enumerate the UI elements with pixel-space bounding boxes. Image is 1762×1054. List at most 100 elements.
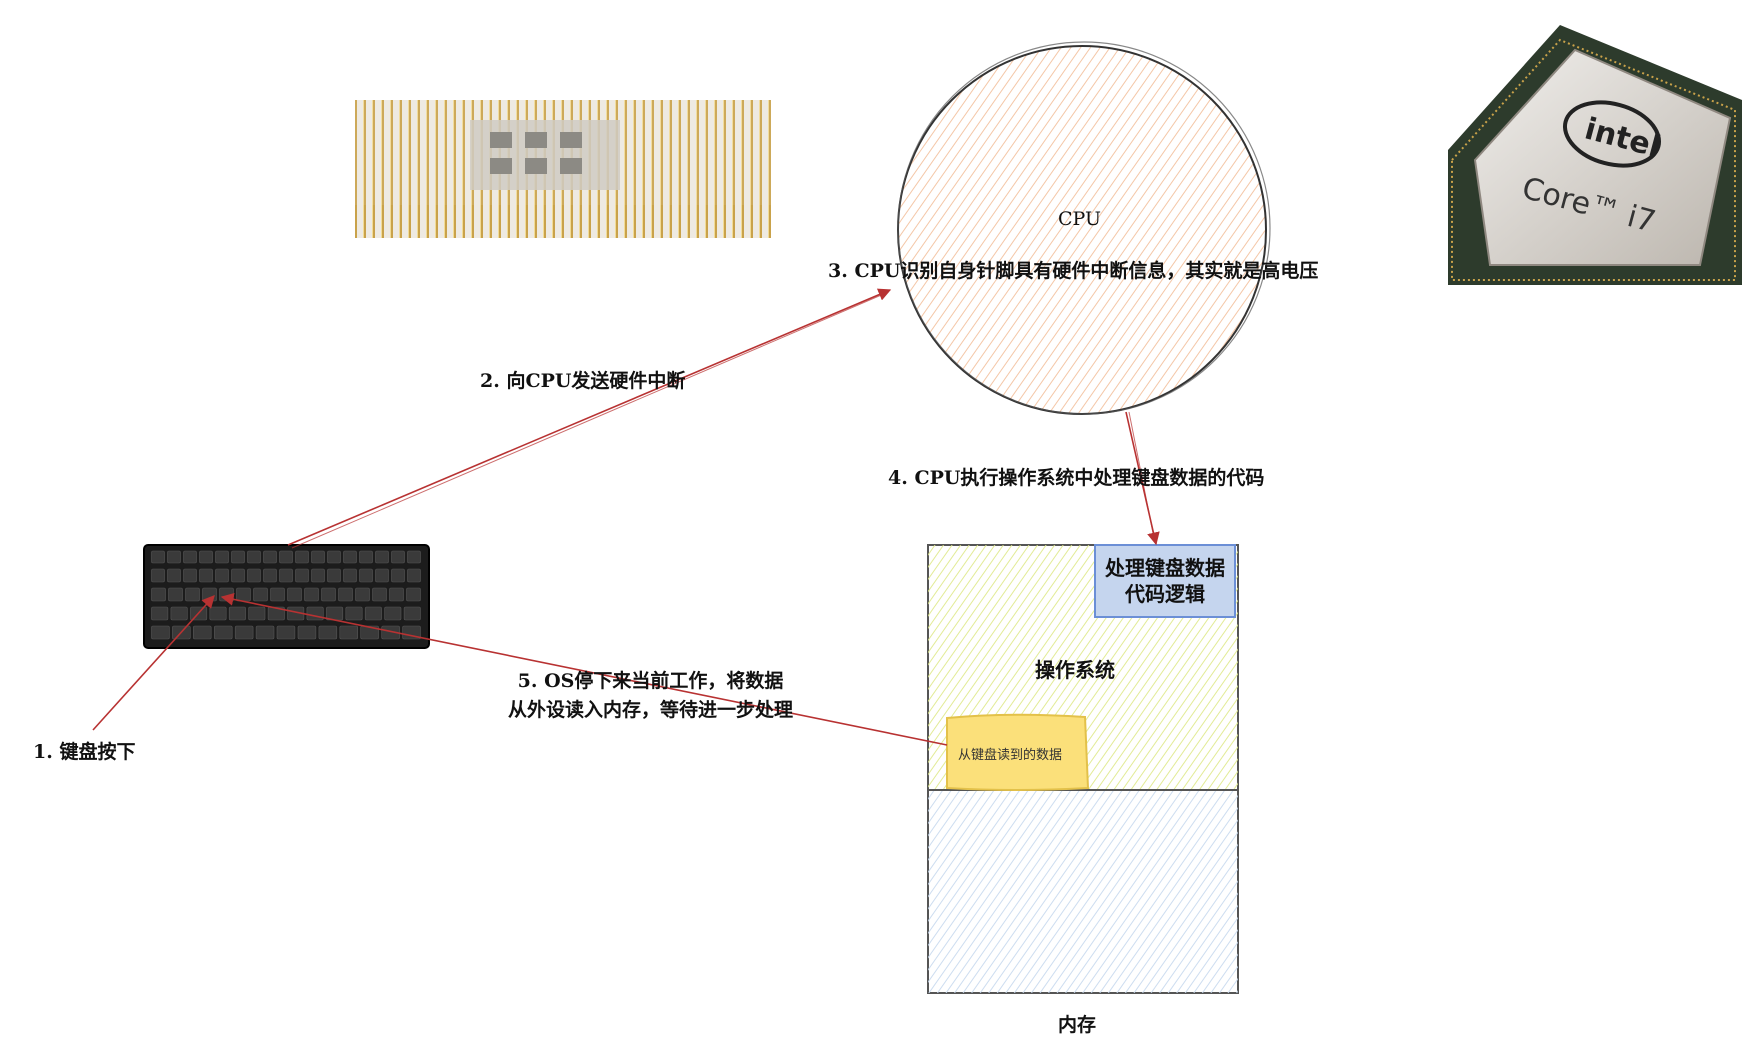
- keyboard-key: [384, 606, 402, 621]
- arrow-step5: [220, 593, 948, 746]
- memory-block: [927, 544, 1239, 994]
- keyboard-key: [391, 568, 405, 583]
- keyboard-data-note: [946, 713, 1090, 791]
- keyboard-key: [402, 625, 421, 640]
- keyboard-key: [372, 587, 387, 602]
- keyboard-key: [255, 625, 275, 640]
- keyboard-key: [170, 606, 188, 621]
- keyboard-key: [338, 587, 353, 602]
- keyboard-key: [306, 606, 324, 621]
- keyboard-key: [355, 587, 370, 602]
- keyboard-key: [297, 625, 317, 640]
- step1-label: 1. 键盘按下: [33, 741, 136, 763]
- arrow-step4-sketch: [1128, 411, 1155, 539]
- keyboard-key: [403, 606, 421, 621]
- keyboard-key: [151, 568, 165, 583]
- intel-logo: [1562, 100, 1662, 168]
- keyboard-key: [391, 550, 405, 564]
- keyboard-key: [270, 587, 285, 602]
- arrow-step1: [92, 595, 215, 731]
- keyboard-key: [151, 587, 166, 602]
- keyboard-key: [406, 587, 421, 602]
- keyboard-key: [375, 550, 389, 564]
- keyboard-key: [407, 550, 421, 564]
- keyboard-key: [295, 550, 309, 564]
- keyboard-key: [183, 550, 197, 564]
- keyboard-key: [279, 550, 293, 564]
- keyboard-key: [304, 587, 319, 602]
- cpu-label: CPU: [1058, 208, 1102, 230]
- keyboard-key: [263, 550, 277, 564]
- keyboard-key: [311, 550, 325, 564]
- keyboard-key: [231, 550, 245, 564]
- keyboard-key: [167, 568, 181, 583]
- keyboard-key: [359, 550, 373, 564]
- step5-label: 5. OS停下来当前工作，将数据 从外设读入内存，等待进一步处理: [508, 667, 793, 725]
- keyboard-key: [318, 625, 338, 640]
- keyboard-key: [364, 606, 382, 621]
- keyboard-key: [214, 625, 233, 640]
- keyboard-key: [359, 568, 373, 583]
- step5-line2: 从外设读入内存，等待进一步处理: [508, 699, 794, 721]
- keyboard-key: [343, 568, 357, 583]
- handler-line1: 处理键盘数据: [1105, 556, 1225, 580]
- cpu-node: [897, 41, 1271, 415]
- keyboard-key: [327, 568, 341, 583]
- keyboard-key: [202, 587, 217, 602]
- step5-line1: 5. OS停下来当前工作，将数据: [517, 670, 784, 692]
- keyboard-key: [215, 568, 229, 583]
- cpu-pins-image: [355, 100, 771, 238]
- keyboard-key: [193, 625, 212, 640]
- keyboard-key: [151, 625, 170, 640]
- keyboard-key: [279, 568, 293, 583]
- keyboard-data-text: 从键盘读到的数据: [958, 748, 1063, 763]
- keyboard-key: [253, 587, 268, 602]
- keyboard-key: [183, 568, 197, 583]
- step3-label: 3. CPU识别自身针脚具有硬件中断信息，其实就是高电压: [828, 260, 1319, 282]
- keyboard-image: [143, 544, 430, 649]
- keyboard-key: [360, 625, 379, 640]
- arrows: [92, 288, 1160, 746]
- keyboard-key: [407, 568, 421, 583]
- keyboard-key: [215, 550, 229, 564]
- keyboard-key: [389, 587, 404, 602]
- keyboard-key: [295, 568, 309, 583]
- os-label: 操作系统: [1035, 658, 1115, 682]
- keyboard-key: [231, 568, 245, 583]
- arrow-step2: [287, 288, 892, 546]
- keyboard-key: [247, 550, 261, 564]
- handler-line2: 代码逻辑: [1125, 582, 1205, 606]
- keyboard-key: [345, 606, 363, 621]
- memory-label: 内存: [1058, 1014, 1097, 1036]
- keyboard-key: [185, 587, 200, 602]
- keyboard-key: [248, 606, 266, 621]
- keyboard-key: [228, 606, 246, 621]
- keyboard-key: [287, 587, 302, 602]
- keyboard-key: [236, 587, 251, 602]
- keyboard-key: [343, 550, 357, 564]
- arrow-step2-sketch: [291, 292, 887, 549]
- keyboard-key: [167, 550, 181, 564]
- keyboard-key: [263, 568, 277, 583]
- handler-code-text: 处理键盘数据 代码逻辑: [1095, 555, 1235, 607]
- keyboard-key: [247, 568, 261, 583]
- keyboard-key: [151, 606, 169, 621]
- keyboard-key: [199, 550, 213, 564]
- keyboard-key: [267, 606, 285, 621]
- keyboard-key: [311, 568, 325, 583]
- keyboard-key: [327, 550, 341, 564]
- keyboard-key: [234, 625, 254, 640]
- keyboard-key: [276, 625, 296, 640]
- keyboard-key: [209, 606, 227, 621]
- keyboard-key: [151, 550, 165, 564]
- keyboard-key: [199, 568, 213, 583]
- keyboard-key: [339, 625, 358, 640]
- handler-code-box: [1094, 544, 1236, 618]
- keyboard-key: [321, 587, 336, 602]
- step2-label: 2. 向CPU发送硬件中断: [480, 370, 686, 392]
- step4-label: 4. CPU执行操作系统中处理键盘数据的代码: [888, 467, 1265, 489]
- keyboard-key: [375, 568, 389, 583]
- keyboard-key: [168, 587, 183, 602]
- intel-chip-image: intel Core™ i7: [1440, 22, 1742, 287]
